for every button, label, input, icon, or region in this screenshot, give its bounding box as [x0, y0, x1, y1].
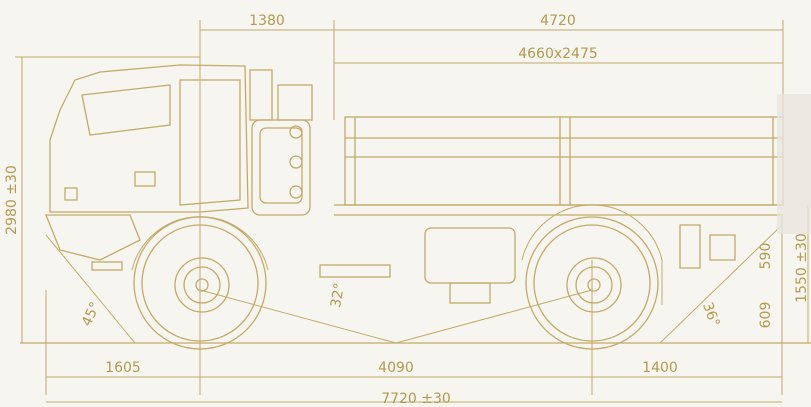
cargo-bed	[334, 116, 784, 216]
cab	[45, 64, 249, 271]
dim-1605: 1605	[105, 360, 141, 376]
dim-1550: 1550 ±30	[794, 233, 810, 303]
angle-lines	[45, 224, 783, 344]
rear-wheel	[521, 204, 663, 350]
dim-platform: 4660x2475	[518, 46, 598, 62]
dim-2980: 2980 ±30	[4, 165, 20, 235]
dim-590: 590	[758, 243, 774, 270]
departure-angle: 36°	[699, 300, 723, 329]
dim-4090: 4090	[378, 360, 414, 376]
front-wheel	[131, 216, 269, 350]
dim-1400: 1400	[642, 360, 678, 376]
dim-4720: 4720	[540, 13, 576, 29]
side-panel	[777, 94, 811, 234]
dim-7720: 7720 ±30	[381, 391, 451, 407]
top-dimension-lines	[200, 29, 783, 64]
extension-lines	[15, 20, 784, 395]
intake-stack	[249, 69, 313, 216]
dim-609: 609	[758, 302, 774, 329]
breakover-angle: 32°	[328, 282, 348, 309]
bottom-dimension-lines	[46, 376, 782, 403]
dim-1380: 1380	[249, 13, 285, 29]
approach-angle: 45°	[79, 300, 104, 329]
chassis	[319, 224, 736, 304]
